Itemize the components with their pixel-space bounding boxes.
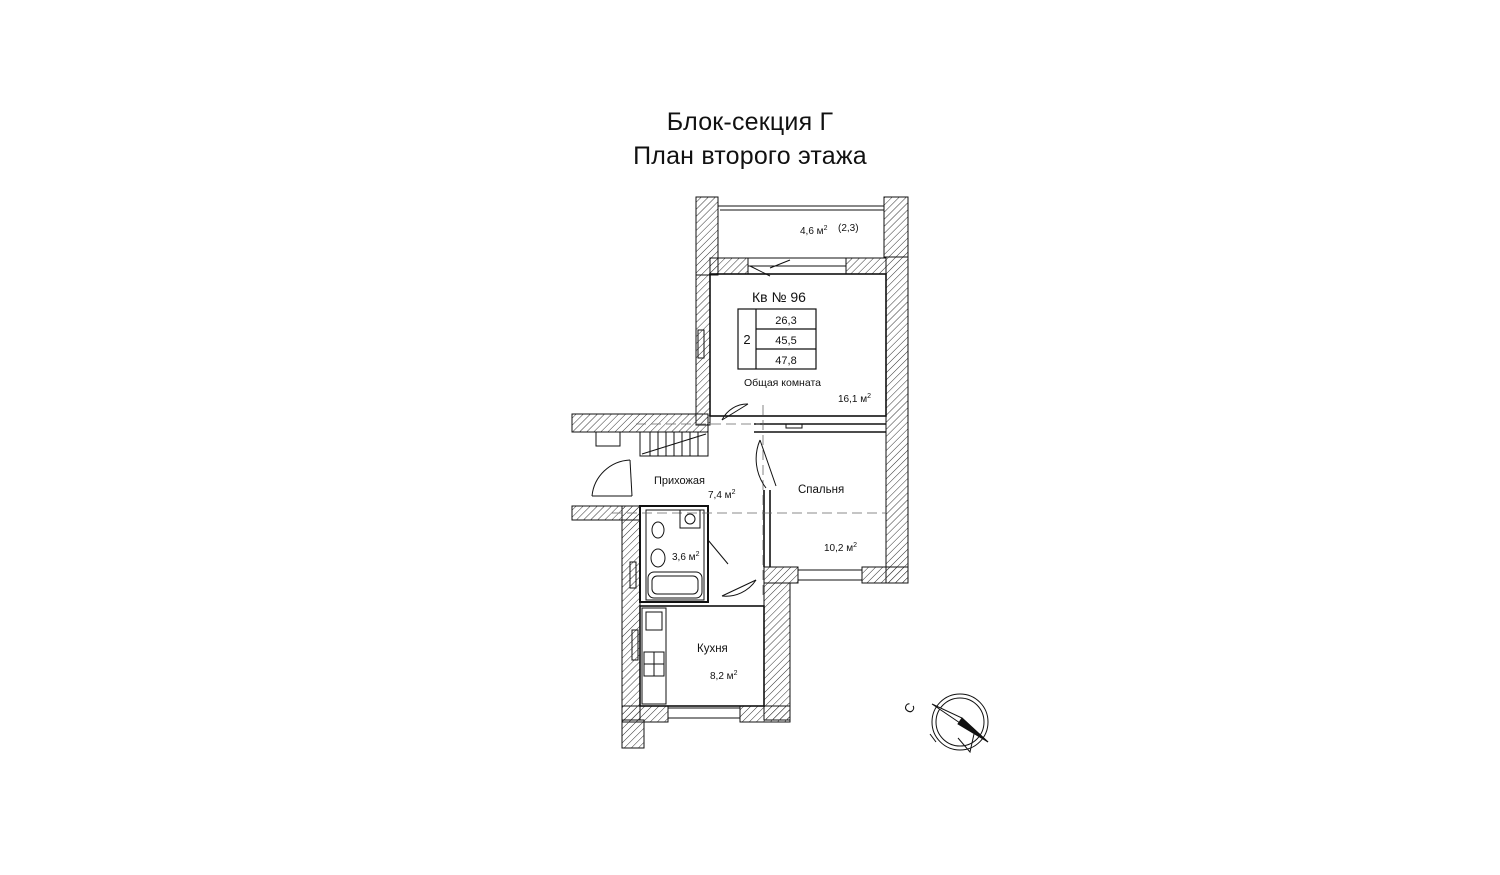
apartment-label: Кв № 96 xyxy=(752,289,806,305)
wardrobe xyxy=(639,431,709,457)
kitchen-name: Кухня xyxy=(697,643,728,655)
compass-north-label: С xyxy=(901,700,919,716)
compass-icon xyxy=(929,693,989,754)
rooms-count: 2 xyxy=(743,332,750,347)
windows xyxy=(667,257,863,719)
doors xyxy=(591,259,791,597)
hall-name: Прихожая xyxy=(654,475,705,487)
apartment-info-table xyxy=(737,308,817,370)
total-area-with-balcony-value: 47,8 xyxy=(775,355,796,367)
bedroom-area: 10,2 м2 xyxy=(824,542,857,554)
balcony-coefficient: (2,3) xyxy=(838,223,859,234)
living-room-area: 16,1 м2 xyxy=(838,393,871,405)
axis-lines xyxy=(612,405,886,600)
bedroom-name: Спальня xyxy=(798,484,844,496)
partitions xyxy=(639,205,887,707)
living-area-value: 26,3 xyxy=(775,315,796,327)
balcony-area: 4,6 м2 xyxy=(800,225,828,237)
kitchen-fixtures xyxy=(641,607,667,705)
bathroom-area: 3,6 м2 xyxy=(672,551,700,563)
radiators xyxy=(595,329,803,661)
total-area-value: 45,5 xyxy=(775,335,796,347)
kitchen-area: 8,2 м2 xyxy=(710,670,738,682)
structural-walls xyxy=(571,196,909,749)
bathroom-fixtures xyxy=(647,509,703,599)
plan-title-line1: Блок-секция Г xyxy=(666,108,834,136)
hall-area: 7,4 м2 xyxy=(708,489,736,501)
living-room-name: Общая комната xyxy=(744,377,821,389)
plan-title-line2: План второго этажа xyxy=(633,142,867,170)
